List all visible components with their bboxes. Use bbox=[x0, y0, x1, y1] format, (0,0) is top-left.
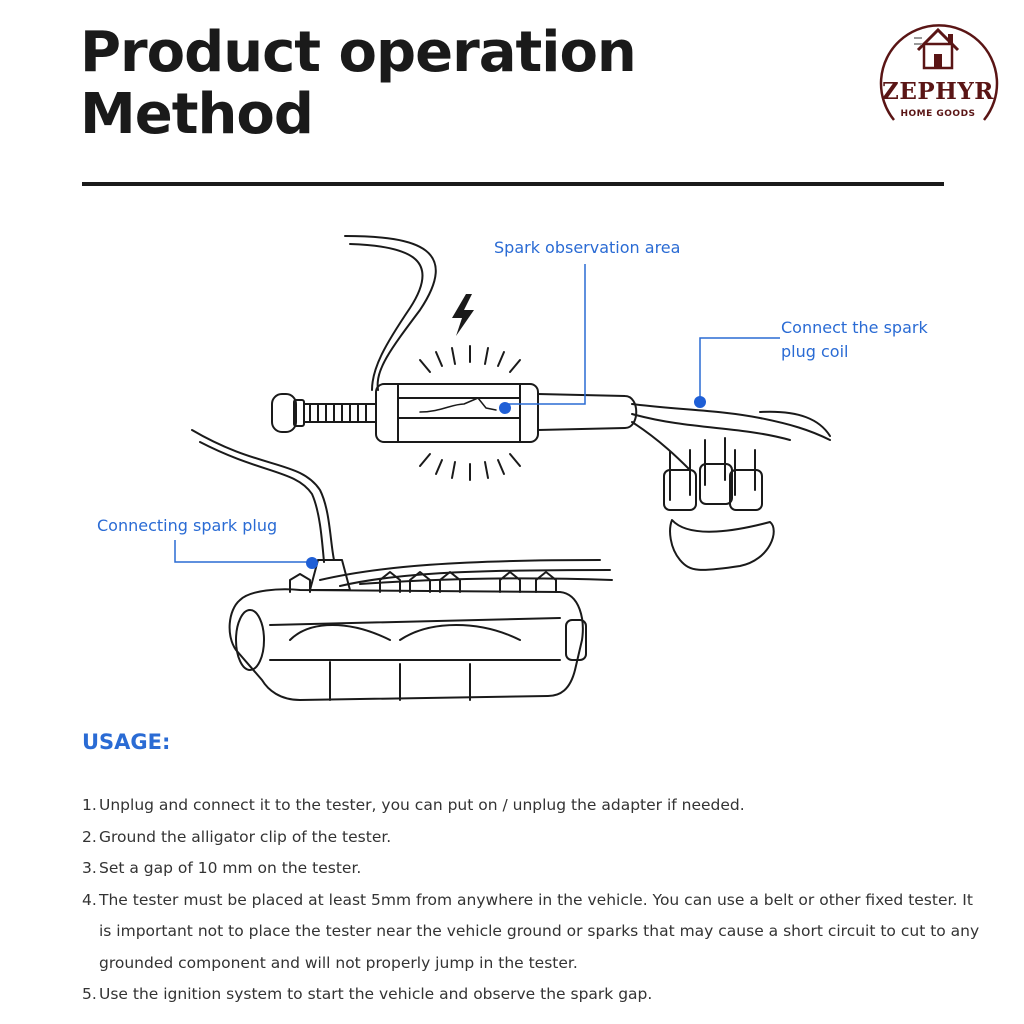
step-number: 2. bbox=[82, 827, 97, 846]
step-text: The tester must be placed at least 5mm f… bbox=[99, 890, 980, 972]
tester-knob bbox=[271, 393, 297, 433]
ground-wire bbox=[344, 235, 437, 391]
callout-coil-line-2: plug coil bbox=[781, 342, 849, 361]
title-divider bbox=[82, 182, 944, 186]
operation-diagram bbox=[174, 235, 831, 701]
tester-body bbox=[375, 383, 539, 443]
step-text: Unplug and connect it to the tester, you… bbox=[99, 796, 745, 814]
spark-rays bbox=[419, 345, 521, 481]
spark-area-marker bbox=[499, 402, 511, 414]
spark-plug-marker bbox=[306, 557, 318, 569]
callout-connect-coil: Connect the spark plug coil bbox=[781, 316, 928, 364]
logo-name: ZEPHYR bbox=[882, 78, 994, 105]
callout-spark-observation: Spark observation area bbox=[494, 238, 681, 257]
callout-coil-line-1: Connect the spark bbox=[781, 318, 928, 337]
step-text: Use the ignition system to start the veh… bbox=[99, 985, 653, 1003]
usage-heading: USAGE: bbox=[82, 730, 171, 754]
logo-emblem-icon bbox=[879, 24, 999, 121]
callout-connect-spark-plug: Connecting spark plug bbox=[97, 516, 278, 535]
usage-steps: 1. Unplug and connect it to the tester, … bbox=[82, 790, 982, 1011]
logo-tagline: HOME GOODS bbox=[900, 109, 976, 119]
step-text: Set a gap of 10 mm on the tester. bbox=[99, 859, 362, 877]
usage-step: 2. Ground the alligator clip of the test… bbox=[82, 822, 982, 854]
usage-step: 1. Unplug and connect it to the tester, … bbox=[82, 790, 982, 822]
step-number: 3. bbox=[82, 859, 97, 877]
spark-plug-wire bbox=[191, 429, 335, 561]
coil-base bbox=[669, 519, 775, 571]
step-number: 5. bbox=[82, 985, 97, 1003]
step-number: 1. bbox=[82, 796, 97, 814]
coil-marker bbox=[694, 396, 706, 408]
engine-block bbox=[228, 588, 584, 701]
step-number: 4. bbox=[82, 890, 97, 909]
usage-step: 3. Set a gap of 10 mm on the tester. bbox=[82, 853, 982, 885]
page-title-line-1: Product operation bbox=[80, 20, 637, 85]
page-title: Product operation Method bbox=[80, 20, 637, 147]
step-text: Ground the alligator clip of the tester. bbox=[99, 827, 392, 846]
usage-step: 5. Use the ignition system to start the … bbox=[82, 979, 982, 1011]
page-title-line-2: Method bbox=[80, 82, 314, 147]
lightning-icon bbox=[452, 294, 474, 336]
usage-step: 4. The tester must be placed at least 5m… bbox=[82, 885, 982, 980]
brand-logo: ZEPHYR HOME GOODS bbox=[876, 16, 1000, 132]
